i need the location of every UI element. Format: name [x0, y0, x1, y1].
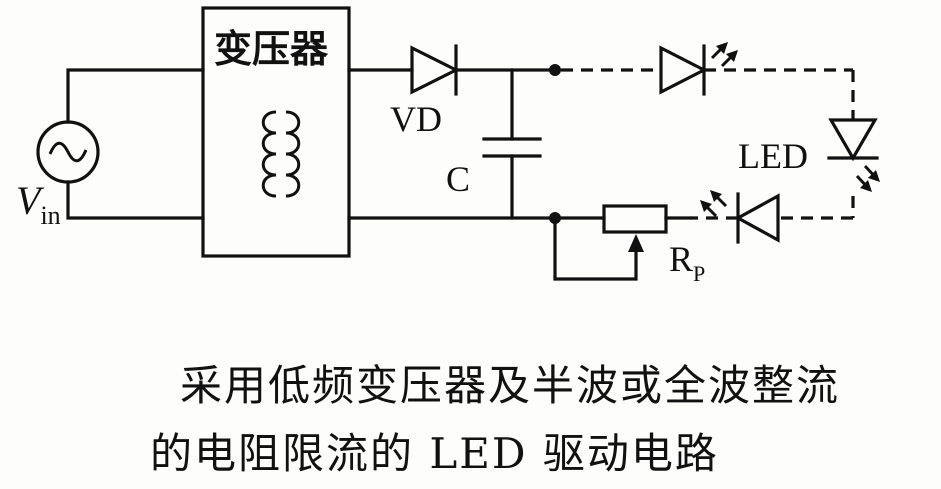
source-label: Vin [16, 178, 61, 230]
rp-label-main: R [669, 239, 693, 279]
potentiometer-rp [553, 204, 692, 281]
capacitor-label: C [446, 159, 470, 199]
led-label: LED [738, 136, 808, 176]
wire-source-top [66, 68, 205, 124]
caption-line-1: 采用低频变压器及半波或全波整流 [180, 361, 841, 410]
led-string [561, 42, 880, 244]
transformer-coil-icon [261, 110, 301, 198]
rp-label: RP [669, 239, 705, 286]
diode-vd [410, 44, 460, 96]
node-top [549, 64, 561, 76]
rp-label-sub: P [693, 261, 705, 286]
source-label-main: V [16, 178, 45, 223]
capacitor-c [482, 68, 542, 220]
wire-source-bottom [66, 180, 205, 220]
transformer-label: 变压器 [214, 27, 329, 71]
ac-source [36, 120, 100, 184]
diode-label: VD [390, 99, 442, 139]
caption-line-2: 的电阻限流的 LED 驱动电路 [150, 429, 719, 478]
transformer-box [201, 6, 351, 258]
source-label-sub: in [40, 201, 60, 230]
